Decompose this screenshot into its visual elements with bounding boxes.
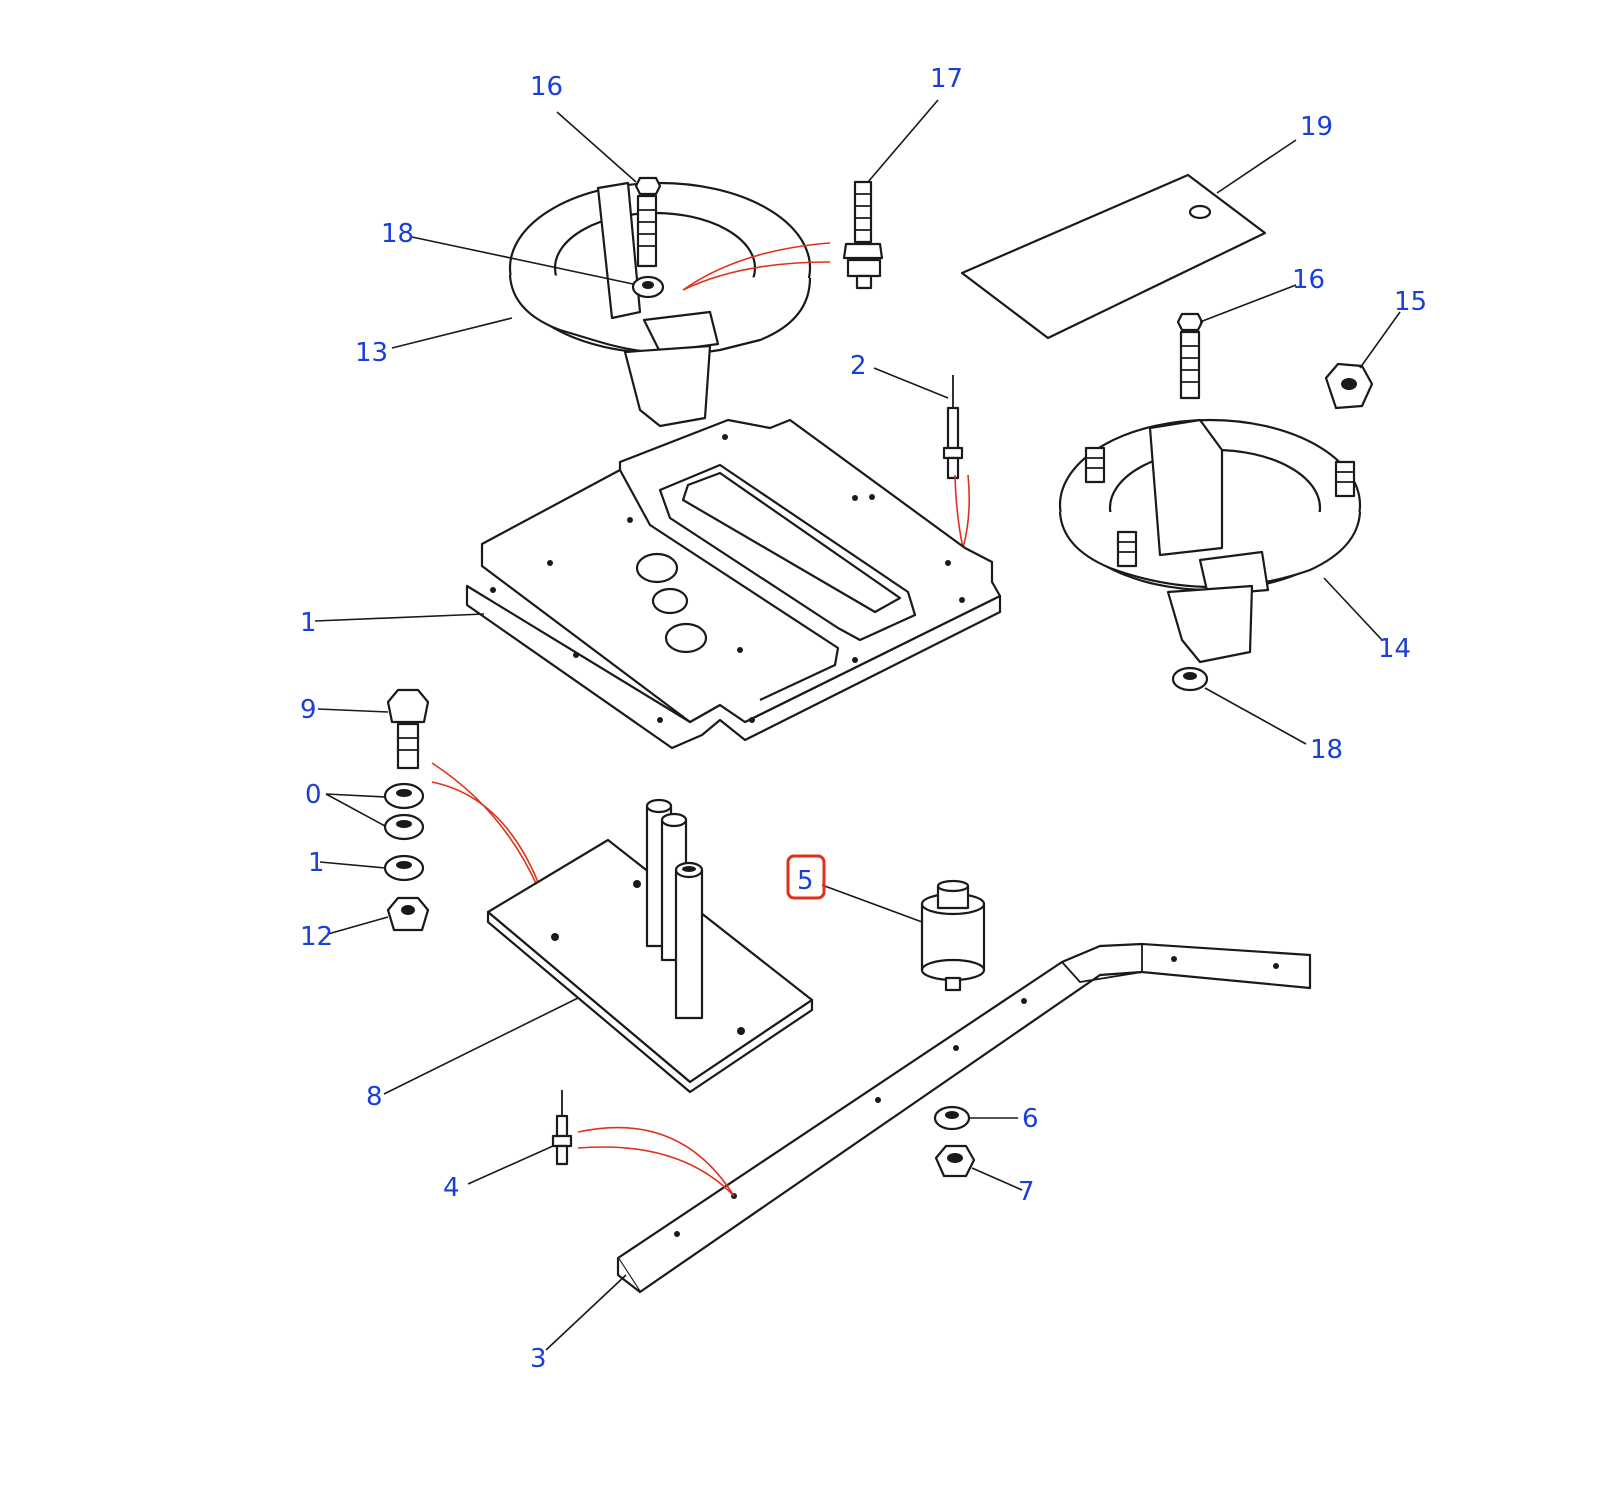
part-7-nut[interactable] — [934, 1144, 976, 1178]
leader-lines — [314, 99, 1401, 1351]
part-19-plate[interactable] — [960, 173, 1267, 340]
part-6-washer[interactable] — [933, 1105, 971, 1131]
part-2-rivet-upper[interactable] — [942, 375, 964, 480]
callout-2[interactable]: 2 — [850, 351, 867, 381]
part-12-nut[interactable] — [386, 896, 430, 932]
part-9-bolt[interactable] — [386, 688, 430, 770]
callout-11[interactable]: 1 — [308, 848, 325, 878]
callout-8[interactable]: 8 — [366, 1082, 383, 1112]
part-3-rail[interactable] — [616, 942, 1312, 1294]
callout-14[interactable]: 14 — [1378, 634, 1411, 664]
part-4-rivet-lower[interactable] — [551, 1090, 573, 1166]
part-5-spacer[interactable] — [920, 879, 986, 992]
callout-5-highlight-box — [786, 854, 826, 900]
callout-6[interactable]: 6 — [1022, 1104, 1039, 1134]
part-8-post-plate[interactable] — [486, 798, 814, 1094]
part-17-stud-with-nuts[interactable] — [842, 180, 884, 290]
callout-16[interactable]: 16 — [530, 72, 563, 102]
callout-9[interactable]: 9 — [300, 695, 317, 725]
callout-10[interactable]: 0 — [305, 780, 322, 810]
part-11-washer[interactable] — [383, 854, 425, 882]
callout-4[interactable]: 4 — [443, 1173, 460, 1203]
part-13-mount-ring[interactable] — [508, 181, 812, 428]
part-18-washer-lower[interactable] — [1171, 666, 1209, 692]
part-10-washers[interactable] — [383, 782, 425, 841]
part-18-washer-upper[interactable] — [631, 275, 665, 299]
callout-5[interactable]: 5 — [797, 866, 814, 896]
part-16-bolt-right[interactable] — [1176, 312, 1204, 400]
part-1-base-frame[interactable] — [465, 418, 1002, 750]
part-16-bolt-upper-left[interactable] — [634, 176, 662, 268]
part-14-mount-ring[interactable] — [1058, 418, 1362, 664]
callout-13[interactable]: 13 — [355, 338, 388, 368]
callout-15[interactable]: 15 — [1394, 287, 1427, 317]
callout-19[interactable]: 19 — [1300, 112, 1333, 142]
callout-labels: 16 17 19 18 13 2 16 15 1 14 18 9 0 1 12 … — [300, 64, 1427, 1374]
callout-1[interactable]: 1 — [300, 608, 317, 638]
part-15-nut[interactable] — [1324, 362, 1374, 410]
callout-3[interactable]: 3 — [530, 1344, 547, 1374]
callout-18[interactable]: 18 — [381, 219, 414, 249]
callout-7[interactable]: 7 — [1018, 1177, 1035, 1207]
callout-12[interactable]: 12 — [300, 922, 333, 952]
callout-16-right[interactable]: 16 — [1292, 265, 1325, 295]
callout-18-lower[interactable]: 18 — [1310, 735, 1343, 765]
callout-17[interactable]: 17 — [930, 64, 963, 94]
